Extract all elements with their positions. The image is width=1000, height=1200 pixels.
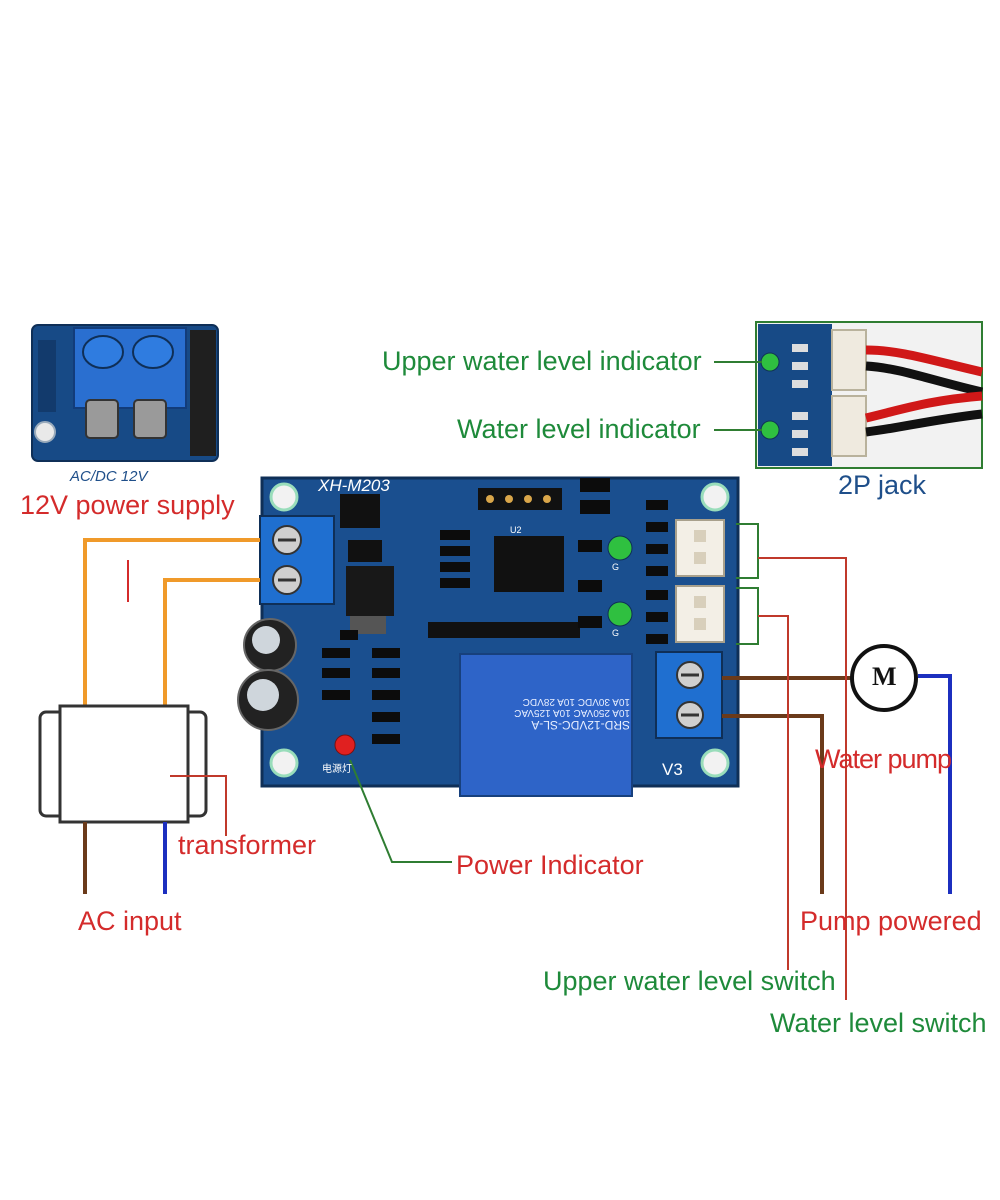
inset-power-terminal — [31, 324, 219, 462]
pump-powered-label: Pump powered — [800, 906, 982, 936]
motor-m-label: M — [872, 662, 897, 691]
inset-upper-led — [760, 352, 780, 372]
board-model: XH-M203 — [318, 476, 390, 495]
transformer — [38, 704, 208, 824]
power-supply-label: 12V power supply — [20, 490, 235, 520]
power-indicator-label: Power Indicator — [456, 850, 644, 880]
lower-level-led — [607, 601, 633, 627]
led-mark-2: G — [612, 628, 620, 638]
power-led-text: 电源灯 — [322, 764, 352, 775]
ic-label: U2 — [510, 525, 522, 535]
upper-level-indicator-label: Upper water level indicator — [382, 346, 702, 376]
relay-model: SRD-12VDC-SL-A — [531, 718, 630, 732]
2p-jack-label: 2P jack — [838, 470, 927, 500]
water-level-indicator-label: Water level indicator — [457, 414, 701, 444]
board-version: V3 — [662, 760, 683, 779]
inset-lower-led — [760, 420, 780, 440]
motor-symbol — [850, 644, 918, 712]
pcb-board — [237, 476, 740, 797]
relay-rating-2: 10A 30VDC 10A 28VDC — [522, 696, 630, 707]
water-switch-line — [758, 557, 847, 1000]
orange-wire-2 — [163, 578, 260, 712]
water-level-switch-label: Water level switch — [770, 1008, 987, 1038]
upper-level-switch-label: Upper water level switch — [543, 966, 836, 996]
upper-level-led — [607, 535, 633, 561]
relay-rating-1: 10A 250VAC 10A 125VAC — [514, 707, 630, 718]
power-led — [334, 734, 356, 756]
pump-blue-wire — [918, 674, 952, 894]
ac-input-label: AC input — [78, 906, 182, 936]
orange-wire-1 — [83, 538, 260, 712]
upper-switch-line — [758, 615, 789, 970]
led-mark-1: G — [612, 562, 620, 572]
inset-2p-jack — [755, 321, 984, 469]
relay-text: SRD-12VDC-SL-A 10A 250VAC 10A 125VAC 10A… — [514, 696, 630, 732]
ac-dc-label: AC/DC 12V — [70, 468, 148, 485]
pump-return-wire — [722, 714, 824, 894]
transformer-label: transformer — [178, 830, 317, 860]
water-pump-label: Water pump — [815, 744, 952, 774]
